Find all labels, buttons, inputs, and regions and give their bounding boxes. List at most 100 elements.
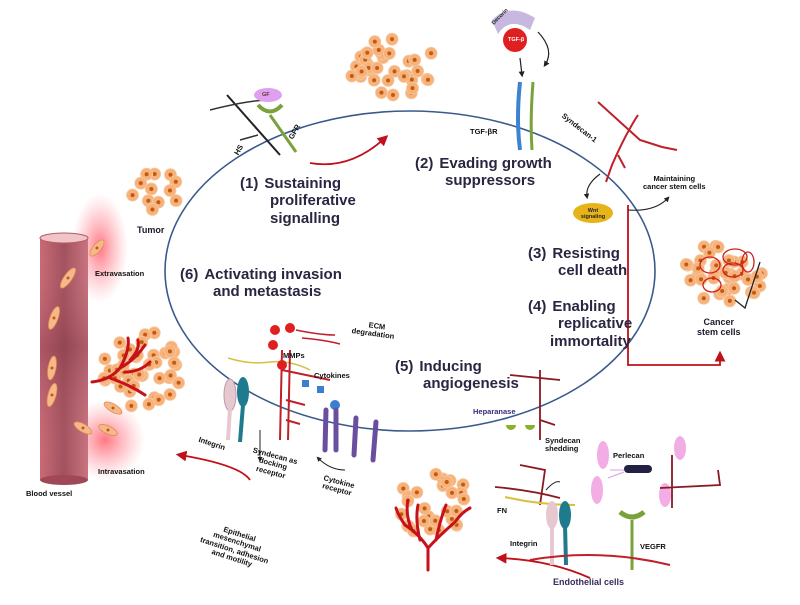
endothelial-cells-label: Endothelial cells — [553, 577, 625, 587]
syndecan-1-illustration — [597, 101, 678, 183]
tumor-cell-nucleus — [701, 296, 706, 301]
shedding-line-1: Syndecan — [545, 436, 581, 445]
tumor-cluster-left — [97, 326, 185, 413]
tumor-cluster-stem — [679, 239, 768, 308]
tumor-cell-nucleus — [696, 266, 701, 271]
tumor-cell-nucleus — [732, 286, 737, 291]
tumor-cell-nucleus — [173, 179, 178, 184]
cancer-stem-cells-label: Cancer stem cells — [697, 317, 741, 338]
tumor-cell-nucleus — [707, 250, 712, 255]
tumor-cell-nucleus — [152, 330, 157, 335]
red-arrows — [175, 135, 726, 579]
tumor-cell-nucleus — [392, 69, 397, 74]
tumor-cell-nucleus — [445, 509, 450, 514]
tumor-cell-nucleus — [401, 486, 406, 491]
hallmark-3-label: (3)Resisting cell death — [528, 245, 627, 280]
tumor-cell-nucleus — [429, 51, 434, 56]
hallmark-5-label: (5)Inducing angiogenesis — [395, 358, 519, 393]
tumor-cell-nucleus — [372, 78, 377, 83]
hallmarks-ellipse — [164, 110, 656, 432]
hallmark-3-number: (3) — [528, 245, 547, 262]
tumor-cell-nucleus — [129, 403, 134, 408]
tumor-cell-nucleus — [157, 376, 162, 381]
hallmark-1-label: (1)Sustaining proliferative signalling — [240, 175, 356, 227]
vascularized-tumor-left — [90, 336, 152, 397]
maintaining-line-2: cancer stem cells — [643, 182, 706, 192]
tumor-cell-nucleus — [167, 349, 172, 354]
tumor-cell-nucleus — [168, 373, 173, 378]
vascularized-tumor-bottom — [394, 498, 472, 572]
hallmark-4-number: (4) — [528, 298, 547, 315]
tumor-cell-nucleus — [391, 93, 396, 98]
shedding-line-2: shedding — [545, 444, 579, 454]
fn-label: FN — [497, 506, 507, 515]
tumor-cell-nucleus — [139, 340, 144, 345]
tumor-cell-nucleus — [167, 188, 172, 193]
tumor-clusters — [97, 32, 768, 538]
tumor-cell-nucleus — [699, 277, 704, 282]
cytokines-label: Cytokines — [314, 371, 350, 380]
tumor-cell-nucleus — [433, 472, 438, 477]
tumor-label: Tumor — [137, 225, 165, 235]
integrin-bottom-label: Integrin — [510, 539, 538, 548]
csc-line-1: Cancer — [703, 317, 735, 327]
tumor-cell-nucleus — [172, 360, 177, 365]
tumor-cell-nucleus — [366, 65, 371, 70]
tumor-cell-nucleus — [425, 77, 430, 82]
tumor-cluster-top — [345, 32, 438, 102]
hallmark-2-label: (2)Evading growth suppressors — [415, 155, 552, 190]
tumor-cell-nucleus — [401, 74, 406, 79]
tumor-cell-nucleus — [444, 479, 449, 484]
tumor-cell-nucleus — [130, 193, 135, 198]
cancer-stem-cell-outlines — [699, 248, 761, 310]
hallmark-2-line-1: Evading growth — [439, 155, 552, 172]
blood-vessel-illustration — [39, 193, 145, 485]
tumor-cell-nucleus — [720, 289, 725, 294]
wnt-signaling-oval — [573, 203, 613, 223]
tumor-cell-nucleus — [684, 262, 689, 267]
syndecan-shedding-label: Syndecan shedding — [545, 436, 581, 454]
hallmark-6-label: (6) Activating invasion and metastasis — [180, 266, 342, 301]
tumor-cell-nucleus — [702, 244, 707, 249]
tumor-cell-nucleus — [428, 527, 433, 532]
intravasation-label: Intravasation — [98, 467, 145, 476]
tumor-cell-nucleus — [376, 48, 381, 53]
tumor-cell-nucleus — [143, 332, 148, 337]
tumor-cell-nucleus — [117, 340, 122, 345]
hallmark-1-line-3: signalling — [270, 209, 341, 227]
hallmark-6-number: (6) — [180, 266, 199, 283]
tumor-cell-nucleus — [746, 277, 751, 282]
tumor-cell-nucleus — [156, 200, 161, 205]
hallmark-6-line-1: Activating invasion — [204, 266, 342, 283]
tumor-cell-nucleus — [156, 397, 161, 402]
tumor-cell-nucleus — [372, 39, 377, 44]
hallmark-2-number: (2) — [415, 155, 434, 172]
tumor-cell-nucleus — [386, 78, 391, 83]
tumor-cluster-small — [126, 167, 183, 216]
hallmark-5-number: (5) — [395, 358, 414, 375]
tumor-cell-nucleus — [149, 186, 154, 191]
tumor-cell-nucleus — [102, 356, 107, 361]
wnt-label: Wnt signaling — [580, 208, 606, 221]
tumor-cell-nucleus — [168, 172, 173, 177]
tumor-cell-nucleus — [461, 482, 466, 487]
tumor-cell-nucleus — [152, 171, 157, 176]
tumor-cell-nucleus — [461, 497, 466, 502]
hallmark-6-line-2: and metastasis — [213, 283, 322, 301]
tgfbr-label: TGF-βR — [470, 127, 498, 136]
tumor-cell-nucleus — [174, 198, 179, 203]
tumor-cell-nucleus — [412, 57, 417, 62]
tumor-cell-nucleus — [390, 37, 395, 42]
tumor-cell-nucleus — [379, 90, 384, 95]
tumor-cell-nucleus — [450, 490, 455, 495]
maintaining-line-1: Maintaining — [653, 174, 696, 183]
hallmark-5-line-2: angiogenesis — [423, 375, 519, 393]
gf-label: GF — [262, 92, 270, 98]
tumor-cell-nucleus — [433, 518, 438, 523]
tumor-cell-nucleus — [359, 69, 364, 74]
tumor-cell-nucleus — [144, 172, 149, 177]
hallmark-1-line-1: Sustaining — [264, 175, 342, 192]
tumor-cell-nucleus — [137, 372, 142, 377]
tumor-cell-nucleus — [118, 384, 123, 389]
